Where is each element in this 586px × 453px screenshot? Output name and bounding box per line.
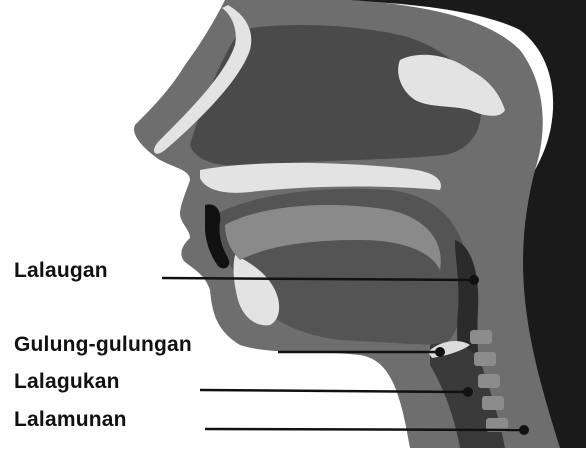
label-lalaugan: Lalaugan <box>14 259 108 283</box>
leader-line-lalamunan <box>205 429 520 430</box>
label-gulung-gulungan: Gulung-gulungan <box>14 333 192 357</box>
label-lalamunan: Lalamunan <box>14 408 127 432</box>
leader-dot-gulung-gulungan <box>435 347 445 357</box>
leader-dot-lalamunan <box>519 425 529 435</box>
leader-dot-lalagukan <box>463 387 473 397</box>
leader-dot-lalaugan <box>469 275 479 285</box>
label-lalagukan: Lalagukan <box>14 370 120 394</box>
